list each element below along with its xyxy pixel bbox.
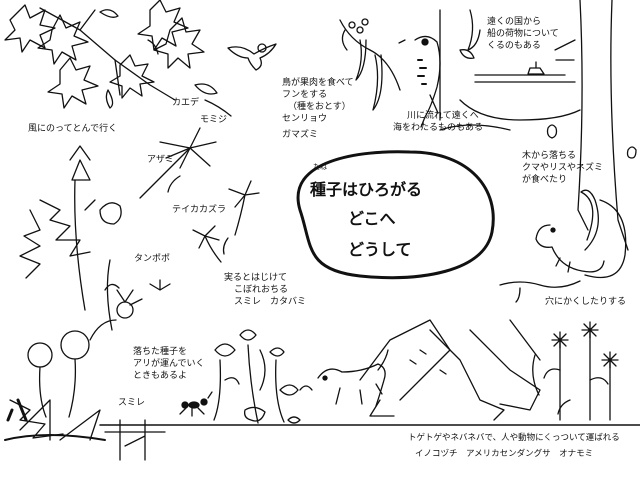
label-bird-4: センリョウ <box>282 114 328 124</box>
label-hole: 穴にかくしたりする <box>545 297 627 307</box>
title-bubble-outline <box>296 150 495 280</box>
label-sea-3: くるのもある <box>487 41 541 51</box>
person-legs-drawing <box>359 319 541 421</box>
label-bird-3: （種をおとす） <box>288 102 351 112</box>
dandelion-plant-drawing <box>4 330 106 441</box>
flying-bird-drawing <box>227 43 277 71</box>
label-burst-group: 実るとはじけて こぼれおちる スミレ カタバミ <box>224 272 306 308</box>
label-ant-group: 落ちた種子を アリが運んでいく ときもあるよ <box>133 346 205 382</box>
label-sea-group: 遠くの国から 船の荷物について くるのもある <box>487 16 559 52</box>
violet-root-drawing <box>104 419 166 461</box>
dog-drawing <box>317 349 389 407</box>
label-burst-3: スミレ カタバミ <box>234 297 307 307</box>
title-line-2: どこへ <box>348 209 396 228</box>
label-hitch-plants: イノコヅチ アメリカセンダングサ オナモミ <box>415 449 594 459</box>
label-teikakazura: テイカカズラ <box>172 205 227 215</box>
label-ant-3: ときもあるよ <box>133 371 188 381</box>
maple-branch-drawing <box>4 0 232 117</box>
violet-woodsorrel-drawing <box>213 329 313 424</box>
squirrel-drawing <box>499 189 627 303</box>
ant-drawing <box>179 391 213 417</box>
label-hitch: トゲトゲやネバネバで、人や動物にくっついて運ばれる <box>408 433 620 443</box>
sea-ship-drawing <box>459 9 576 83</box>
label-bird-1: 鳥が果肉を食べて <box>282 78 354 88</box>
title-block: たね 種子はひろがる どこへ どうして <box>293 150 493 275</box>
label-ant-2: アリが運んでいく <box>133 359 205 369</box>
label-ant-1: 落ちた種子を <box>133 347 188 357</box>
label-tree-group: 木から落ちる クマやリスやネズミ が食べたり <box>522 150 603 186</box>
label-tree-3: が食べたり <box>522 175 568 185</box>
tree-trunk-drawing <box>439 0 637 251</box>
label-momiji: モミジ <box>200 115 228 125</box>
label-burst-1: 実るとはじけて <box>224 273 288 283</box>
title-line-1: 種子はひろがる <box>310 180 423 199</box>
title-ruby: たね <box>313 163 327 171</box>
label-river-group: 川に流れて遠くへ 海をわたるものもある <box>393 110 483 134</box>
label-kaede: カエデ <box>172 98 200 108</box>
perched-bird-drawing <box>339 9 441 128</box>
label-bird-5: ガマズミ <box>282 130 319 140</box>
label-tanpopo: タンポポ <box>134 254 171 264</box>
label-river-2: 海をわたるものもある <box>393 123 484 133</box>
label-azami: アザミ <box>147 155 175 165</box>
label-tree-2: クマやリスやネズミ <box>522 163 604 173</box>
label-sea-2: 船の荷物について <box>487 29 559 39</box>
label-burst-2: こぼれおちる <box>234 285 289 295</box>
label-wind: 風にのってとんで行く <box>28 124 118 134</box>
label-bird-2: フンをする <box>282 90 328 100</box>
burr-plants-drawing <box>532 321 619 421</box>
label-tree-1: 木から落ちる <box>522 151 577 161</box>
floating-seeds-drawing <box>139 127 260 263</box>
title-line-3: どうして <box>348 240 412 259</box>
label-sea-1: 遠くの国から <box>487 17 542 27</box>
label-bird-group: 鳥が果肉を食べて フンをする （種をおとす） センリョウ ガマズミ <box>282 77 354 141</box>
label-sumire: スミレ <box>118 398 146 408</box>
thistle-dandelion-drawing <box>19 145 171 341</box>
label-river-1: 川に流れて遠くへ <box>407 111 479 121</box>
